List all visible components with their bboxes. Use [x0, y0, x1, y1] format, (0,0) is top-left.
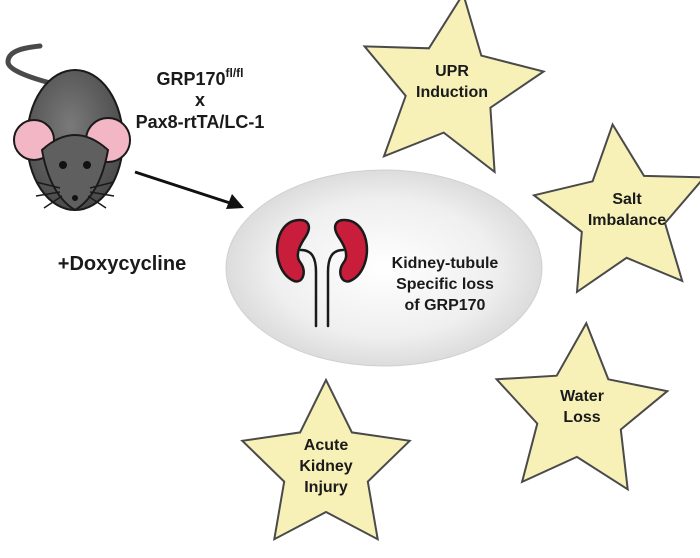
cross-line3: Pax8-rtTA/LC-1 — [136, 112, 265, 132]
svg-text:Imbalance: Imbalance — [588, 212, 666, 229]
svg-text:Water: Water — [560, 388, 604, 405]
mouse-illustration — [5, 43, 131, 212]
svg-text:Injury: Injury — [304, 479, 348, 496]
svg-text:Kidney: Kidney — [299, 458, 352, 475]
svg-text:Loss: Loss — [563, 409, 600, 426]
svg-text:Acute: Acute — [304, 437, 349, 454]
star-salt: Salt Imbalance — [531, 122, 700, 294]
mouse-head — [40, 134, 110, 212]
mouse-whiskers — [35, 181, 115, 209]
mouse-nose — [72, 195, 78, 201]
center-line3: of GRP170 — [405, 297, 486, 314]
mouse-tail — [5, 43, 61, 88]
mouse-eye-right — [83, 161, 91, 169]
star-water: Water Loss — [494, 320, 670, 492]
center-line1: Kidney-tubule — [392, 255, 499, 272]
treatment-label: +Doxycycline — [58, 253, 186, 275]
center-oval — [225, 169, 543, 367]
svg-text:UPR: UPR — [435, 63, 469, 80]
mouse-eye-left — [59, 161, 67, 169]
cross-line2: x — [195, 90, 205, 110]
svg-text:Salt: Salt — [612, 191, 642, 208]
star-upr: UPR Induction — [362, 0, 546, 175]
center-line2: Specific loss — [396, 276, 494, 293]
svg-text:Induction: Induction — [416, 84, 488, 101]
kidneys-icon — [275, 218, 369, 328]
cross-line1: GRP170fl/fl — [156, 66, 243, 89]
star-aki: Acute Kidney Injury — [240, 377, 412, 542]
arrow — [134, 170, 244, 209]
